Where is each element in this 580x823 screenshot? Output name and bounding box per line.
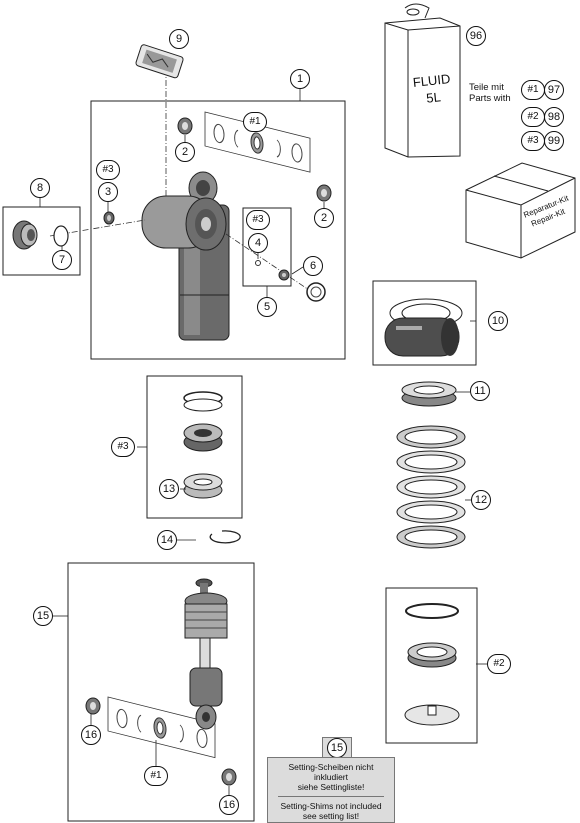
callout-13: 13 (159, 479, 179, 499)
adjuster-housing-10 (384, 298, 463, 357)
valve-nut (103, 211, 115, 225)
callout-16-left: 16 (81, 725, 101, 745)
snap-ring-14 (209, 530, 241, 544)
bushing-2-top (177, 117, 193, 135)
callout-11: 11 (470, 381, 490, 401)
legend-kit-3: #3 (521, 131, 545, 151)
o-ring-7 (53, 225, 69, 247)
callout-6: 6 (303, 256, 323, 276)
note-de-line2: siehe Settingliste! (297, 782, 365, 792)
legend-caption-en: Parts with (469, 93, 511, 104)
ball-4 (255, 260, 261, 266)
leader-lines (39, 88, 487, 795)
can-label-line1: FLUID (412, 71, 451, 90)
callout-15: 15 (33, 606, 53, 626)
callout-10: 10 (488, 311, 508, 331)
setting-shims-note: Setting-Scheiben nicht inkludiert siehe … (267, 757, 395, 823)
callout-kit-3-valve: #3 (246, 210, 270, 230)
callout-kit-3-nut: #3 (96, 160, 120, 180)
note-divider (278, 796, 384, 797)
legend-kit-2: #2 (521, 107, 545, 127)
kit-2-parts (404, 603, 460, 726)
note-de-line1: Setting-Scheiben nicht inkludiert (288, 762, 374, 782)
frame-spring-adjuster (372, 280, 477, 366)
valve-5 (278, 269, 290, 281)
callout-96: 96 (466, 26, 486, 46)
callout-kit-3-seal: #3 (111, 437, 135, 457)
callout-kit-2: #2 (487, 654, 511, 674)
bushing-16-right (221, 768, 237, 786)
callout-9: 9 (169, 29, 189, 49)
callout-3: 3 (98, 182, 118, 202)
callout-16-right: 16 (219, 795, 239, 815)
frame-reservoir-cap (2, 206, 81, 276)
legend-kit-1: #1 (521, 80, 545, 100)
note-en-line2: see setting list! (302, 811, 360, 821)
legend-part-98: 98 (544, 107, 564, 127)
callout-kit-1-bottom: #1 (144, 766, 168, 786)
callout-12: 12 (471, 490, 491, 510)
piston-rod-assembly-15 (184, 578, 228, 730)
note-en-line1: Setting-Shims not included (280, 801, 382, 811)
callout-4: 4 (248, 233, 268, 253)
callout-14: 14 (157, 530, 177, 550)
spring-12 (396, 425, 466, 549)
frame-bushing-kit-2 (385, 587, 478, 744)
legend-part-97: 97 (544, 80, 564, 100)
legend-caption: Teile mit Parts with (469, 82, 511, 104)
frame-piston-rod (67, 562, 255, 822)
callout-2-top: 2 (175, 142, 195, 162)
callout-2-right: 2 (314, 208, 334, 228)
decal-9 (135, 44, 184, 79)
cap-6 (306, 282, 326, 302)
kit-1-strip-bottom (107, 696, 216, 759)
callout-7: 7 (52, 250, 72, 270)
callout-5: 5 (257, 297, 277, 317)
callout-1: 1 (290, 69, 310, 89)
shock-absorber-body (141, 171, 230, 341)
seal-kit-3-parts (183, 391, 223, 499)
legend-part-99: 99 (544, 131, 564, 151)
legend-caption-de: Teile mit (469, 82, 504, 93)
repair-kit-box (465, 162, 576, 259)
callout-kit-1-top: #1 (243, 112, 267, 132)
reservoir-cap-8 (12, 220, 38, 250)
frame-shock-body (90, 100, 346, 360)
spring-seat-11 (401, 381, 457, 407)
callout-8: 8 (30, 178, 50, 198)
bushing-16-left (85, 697, 101, 715)
bushing-2-right (316, 184, 332, 202)
callout-15-note: 15 (327, 738, 347, 758)
fluid-can-96 (384, 3, 461, 158)
can-label-line2: 5L (426, 89, 442, 105)
